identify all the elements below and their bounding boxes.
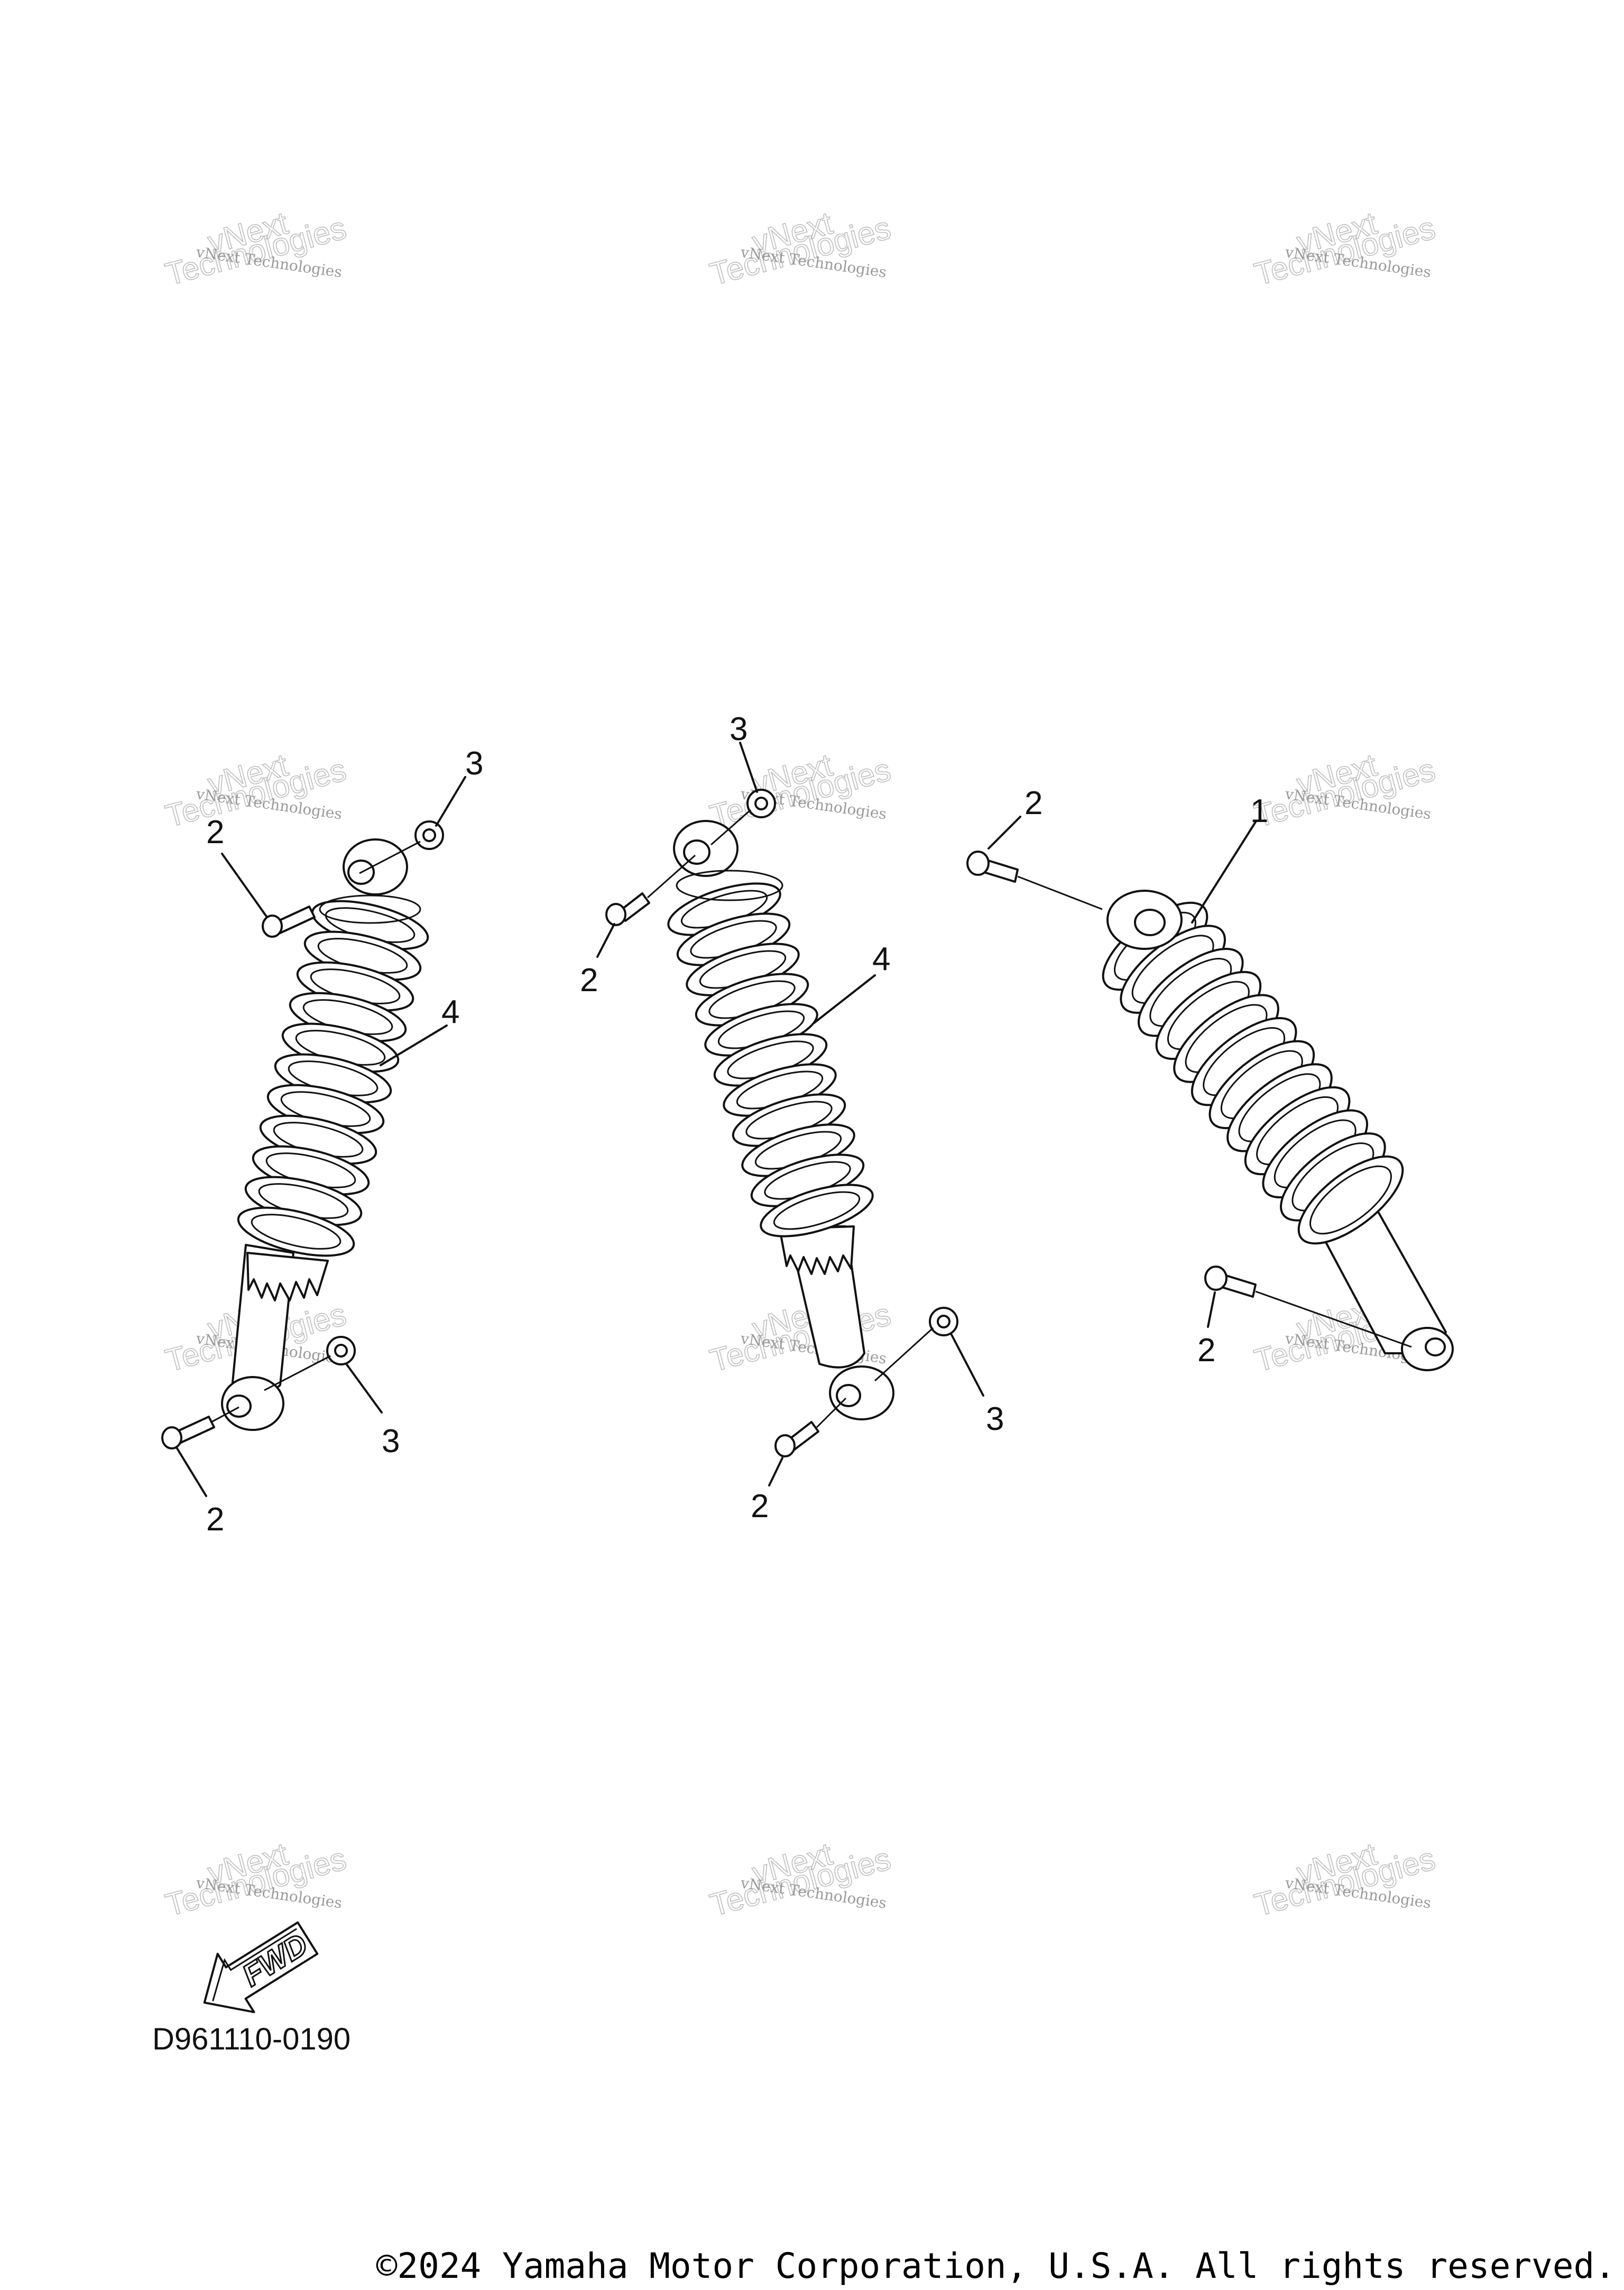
callout-center-bottom-bolt: 2: [751, 1488, 769, 1525]
callout-center-spring: 4: [872, 941, 890, 977]
right-shock-assembly: [966, 816, 1454, 1371]
callout-center-top-bolt: 2: [580, 962, 598, 999]
center-shock-assembly: [596, 742, 984, 1486]
copyright-notice: ©2024 Yamaha Motor Corporation, U.S.A. A…: [376, 2246, 1616, 2286]
right-top-bolt: [966, 851, 1019, 883]
center-shock-lower-seat: [779, 1225, 855, 1275]
callout-left-top-bolt: 2: [206, 814, 224, 851]
callout-left-bottom-bolt: 2: [206, 1501, 224, 1538]
drawing-id: D961110-0190: [152, 2022, 351, 2056]
center-shock-spring: [667, 882, 874, 1238]
spring-coil: [760, 1184, 874, 1238]
right-bottom-bolt: [1204, 1266, 1257, 1298]
center-top-washer: [746, 789, 776, 818]
left-shock-assembly: [161, 776, 466, 1497]
center-bottom-washer: [929, 1307, 958, 1336]
callout-right-bottom-bolt: 2: [1197, 1332, 1215, 1369]
left-top-washer: [414, 820, 444, 850]
spring-coil: [237, 1206, 355, 1257]
left-bottom-bolt: [161, 1416, 215, 1449]
callout-right-assembly: 1: [1250, 793, 1268, 829]
spring-coil: [1297, 1155, 1404, 1245]
fwd-arrow-icon: FWD: [203, 1921, 319, 2014]
spring-coil-inner: [773, 1191, 861, 1230]
left-shock-lower-seat: [246, 1252, 329, 1301]
left-top-bolt: [262, 906, 316, 938]
callout-right-top-bolt: 2: [1025, 785, 1042, 821]
callout-left-spring: 4: [441, 994, 459, 1030]
callout-left-top-washer: 3: [465, 745, 483, 782]
callout-center-bottom-washer: 3: [986, 1401, 1004, 1437]
callout-labels: 3 2 4 3 2 3 2 4 3 2 1 2 2: [206, 711, 1268, 1538]
left-bottom-washer: [326, 1336, 356, 1365]
left-shock-spring: [237, 900, 429, 1257]
callout-center-top-washer: 3: [730, 711, 748, 747]
center-top-bolt: [605, 892, 650, 926]
callout-left-bottom-washer: 3: [382, 1423, 400, 1460]
center-bottom-bolt: [774, 1421, 819, 1457]
right-shock-spring: [1102, 901, 1404, 1245]
spring-coil-inner: [251, 1214, 342, 1250]
spring-coil-inner: [1309, 1165, 1392, 1235]
